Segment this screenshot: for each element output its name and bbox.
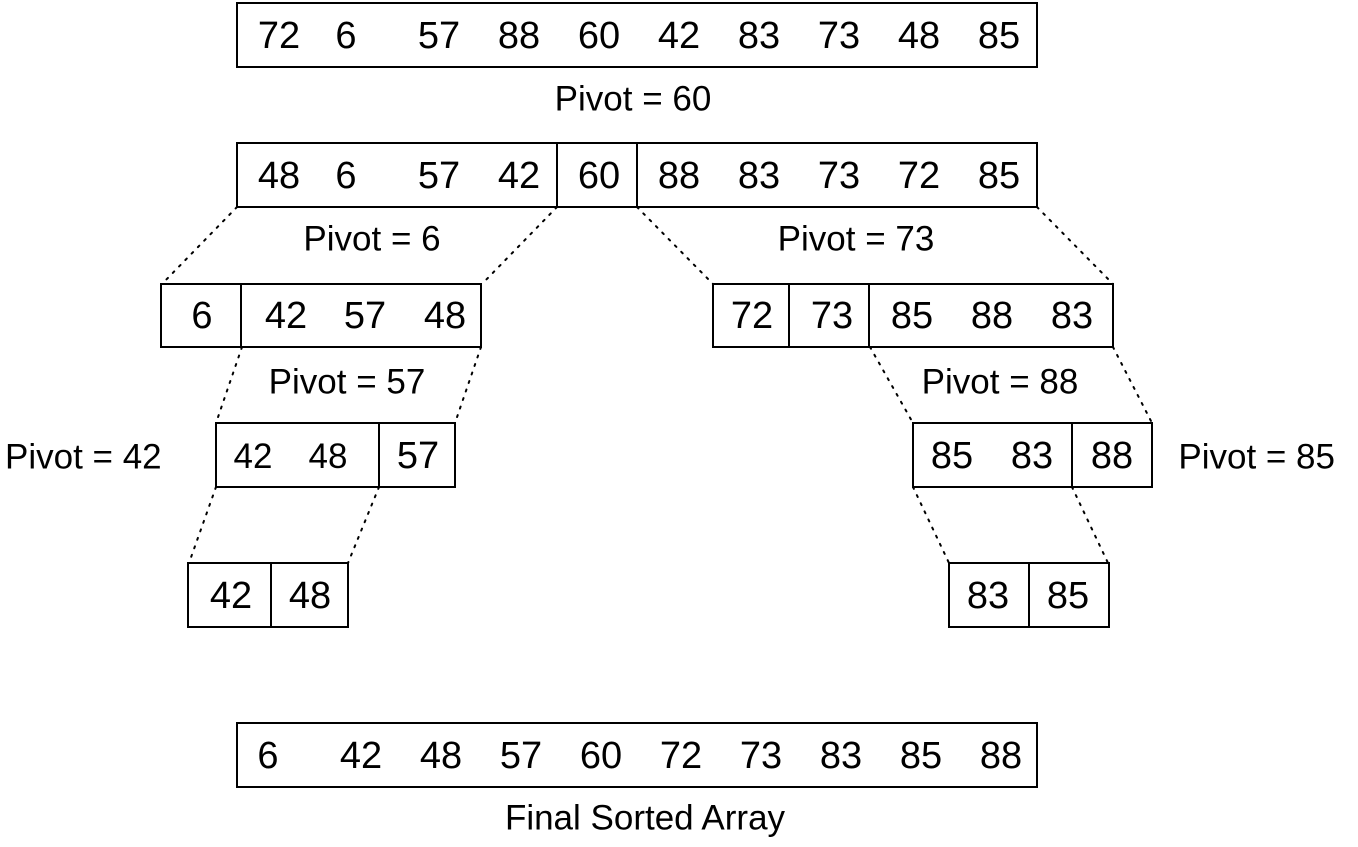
partition-divider [240,283,242,348]
partition-divider [270,562,272,628]
partition-divider [636,142,638,208]
connector-line [161,206,238,285]
array-value: 57 [417,155,461,197]
array-value: 6 [257,735,279,777]
array-value: 85 [930,435,974,477]
right-subarray [712,283,1114,348]
connector-line [1112,346,1153,424]
array-value: 72 [257,15,301,57]
final-sorted-array [236,722,1038,788]
array-value: 48 [423,295,467,337]
connector-line [188,486,217,564]
array-value: 42 [233,437,273,476]
array-value: 83 [737,15,781,57]
array-value: 83 [737,155,781,197]
pivot-value: 73 [810,295,854,337]
array-value: 48 [288,575,332,617]
array-value: 83 [1010,435,1054,477]
connector-line [1036,206,1114,285]
array-value: 60 [577,15,621,57]
array-value: 73 [817,15,861,57]
array-value: 85 [977,155,1021,197]
array-value: 83 [1050,295,1094,337]
partition-divider [1071,422,1073,488]
array-value: 57 [417,15,461,57]
right-subarray [912,422,1153,488]
partition-divider [788,283,790,348]
connector-line [215,346,243,424]
array-value: 60 [579,735,623,777]
connector-line [636,206,714,285]
array-value: 48 [897,15,941,57]
array-value: 85 [890,295,934,337]
connector-line [454,346,482,424]
array-value: 72 [730,295,774,337]
pivot-label: Pivot = 42 [5,437,162,477]
array-value: 42 [339,735,383,777]
array-value: 42 [209,575,253,617]
array-value: 72 [659,735,703,777]
array-value: 42 [497,155,541,197]
array-value: 57 [343,295,387,337]
connector-line [481,206,558,285]
pivot-value: 57 [396,435,440,477]
array-value: 48 [419,735,463,777]
array-value: 72 [897,155,941,197]
partition-divider [378,422,380,488]
array-value: 85 [1046,575,1090,617]
connector-line [1071,486,1109,564]
array-value: 57 [499,735,543,777]
connector-line [347,486,380,564]
pivot-label: Pivot = 73 [777,219,935,259]
array-value: 85 [977,15,1021,57]
pivot-value: 60 [577,155,621,197]
array-value: 88 [979,735,1023,777]
final-array-caption: Final Sorted Array [504,798,786,838]
array-value: 6 [335,155,357,197]
pivot-value: 6 [191,295,213,337]
initial-array [236,2,1038,68]
partition-divider [556,142,558,208]
pivot-label: Pivot = 57 [268,362,426,402]
array-value: 73 [817,155,861,197]
pivot-label: Pivot = 60 [554,79,712,119]
array-value: 48 [257,155,301,197]
partition-divider [868,283,870,348]
array-value: 88 [970,295,1014,337]
array-value: 83 [966,575,1010,617]
array-value: 73 [739,735,783,777]
array-value: 83 [819,735,863,777]
connector-line [912,486,950,564]
array-value: 42 [264,295,308,337]
left-subarray [215,422,456,488]
partition-divider [1028,562,1030,628]
array-value: 42 [657,15,701,57]
pivot-value: 88 [1090,435,1134,477]
pivot-label: Pivot = 88 [921,362,1079,402]
pivot-label: Pivot = 6 [303,219,441,259]
pivot-label: Pivot = 85 [1178,437,1335,477]
array-value: 88 [657,155,701,197]
left-subarray [160,283,482,348]
connector-line [869,346,914,424]
array-value: 88 [497,15,541,57]
left-subarray [187,562,349,628]
array-value: 6 [335,15,357,57]
array-value: 48 [308,437,348,476]
array-value: 85 [899,735,943,777]
